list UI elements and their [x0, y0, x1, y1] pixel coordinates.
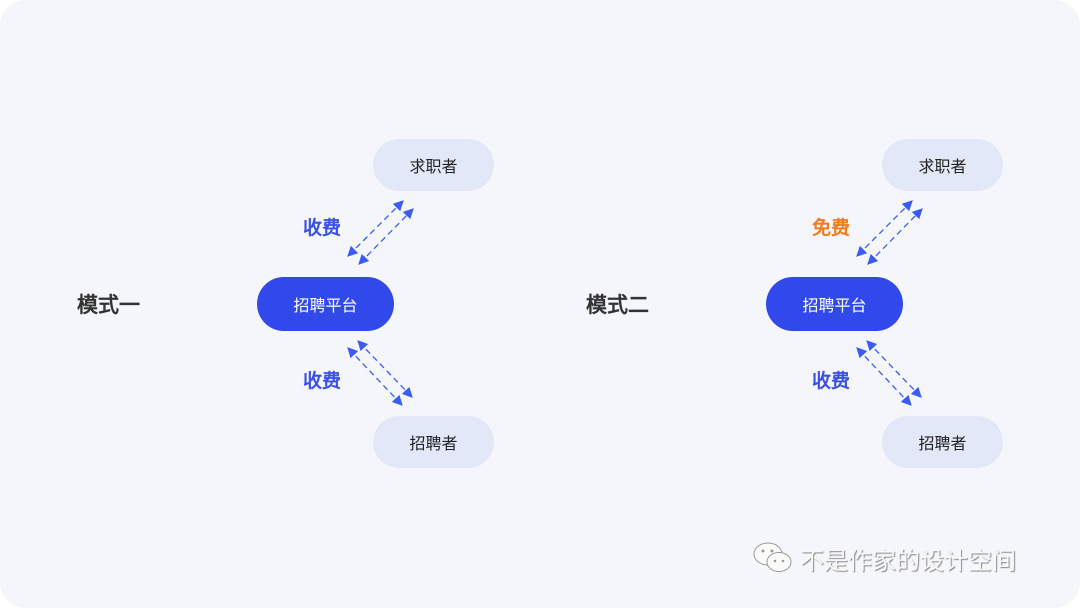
recruiter-node: 招聘者: [373, 416, 494, 468]
job-seeker-node: 求职者: [373, 139, 494, 191]
watermark: 不是作家的设计空间: [752, 540, 1016, 576]
mode-title: 模式二: [586, 293, 649, 317]
dashed-arrow: [357, 340, 413, 398]
dashed-arrow: [347, 347, 403, 406]
dashed-arrow: [358, 208, 414, 265]
dashed-arrow: [856, 347, 912, 406]
bottom-fee-label: 收费: [303, 370, 342, 392]
job-seeker-node: 求职者: [882, 139, 1003, 191]
watermark-text: 不是作家的设计空间: [800, 546, 1016, 575]
bottom-fee-label: 收费: [812, 370, 851, 392]
platform-node: 招聘平台: [257, 277, 394, 331]
mode-title: 模式一: [77, 293, 140, 317]
dashed-arrow: [866, 340, 922, 398]
dashed-arrow: [867, 208, 923, 265]
recruiter-node: 招聘者: [882, 416, 1003, 468]
platform-node: 招聘平台: [766, 277, 903, 331]
top-fee-label: 收费: [303, 217, 342, 239]
wechat-icon: [753, 542, 792, 572]
top-fee-label: 免费: [812, 217, 851, 239]
